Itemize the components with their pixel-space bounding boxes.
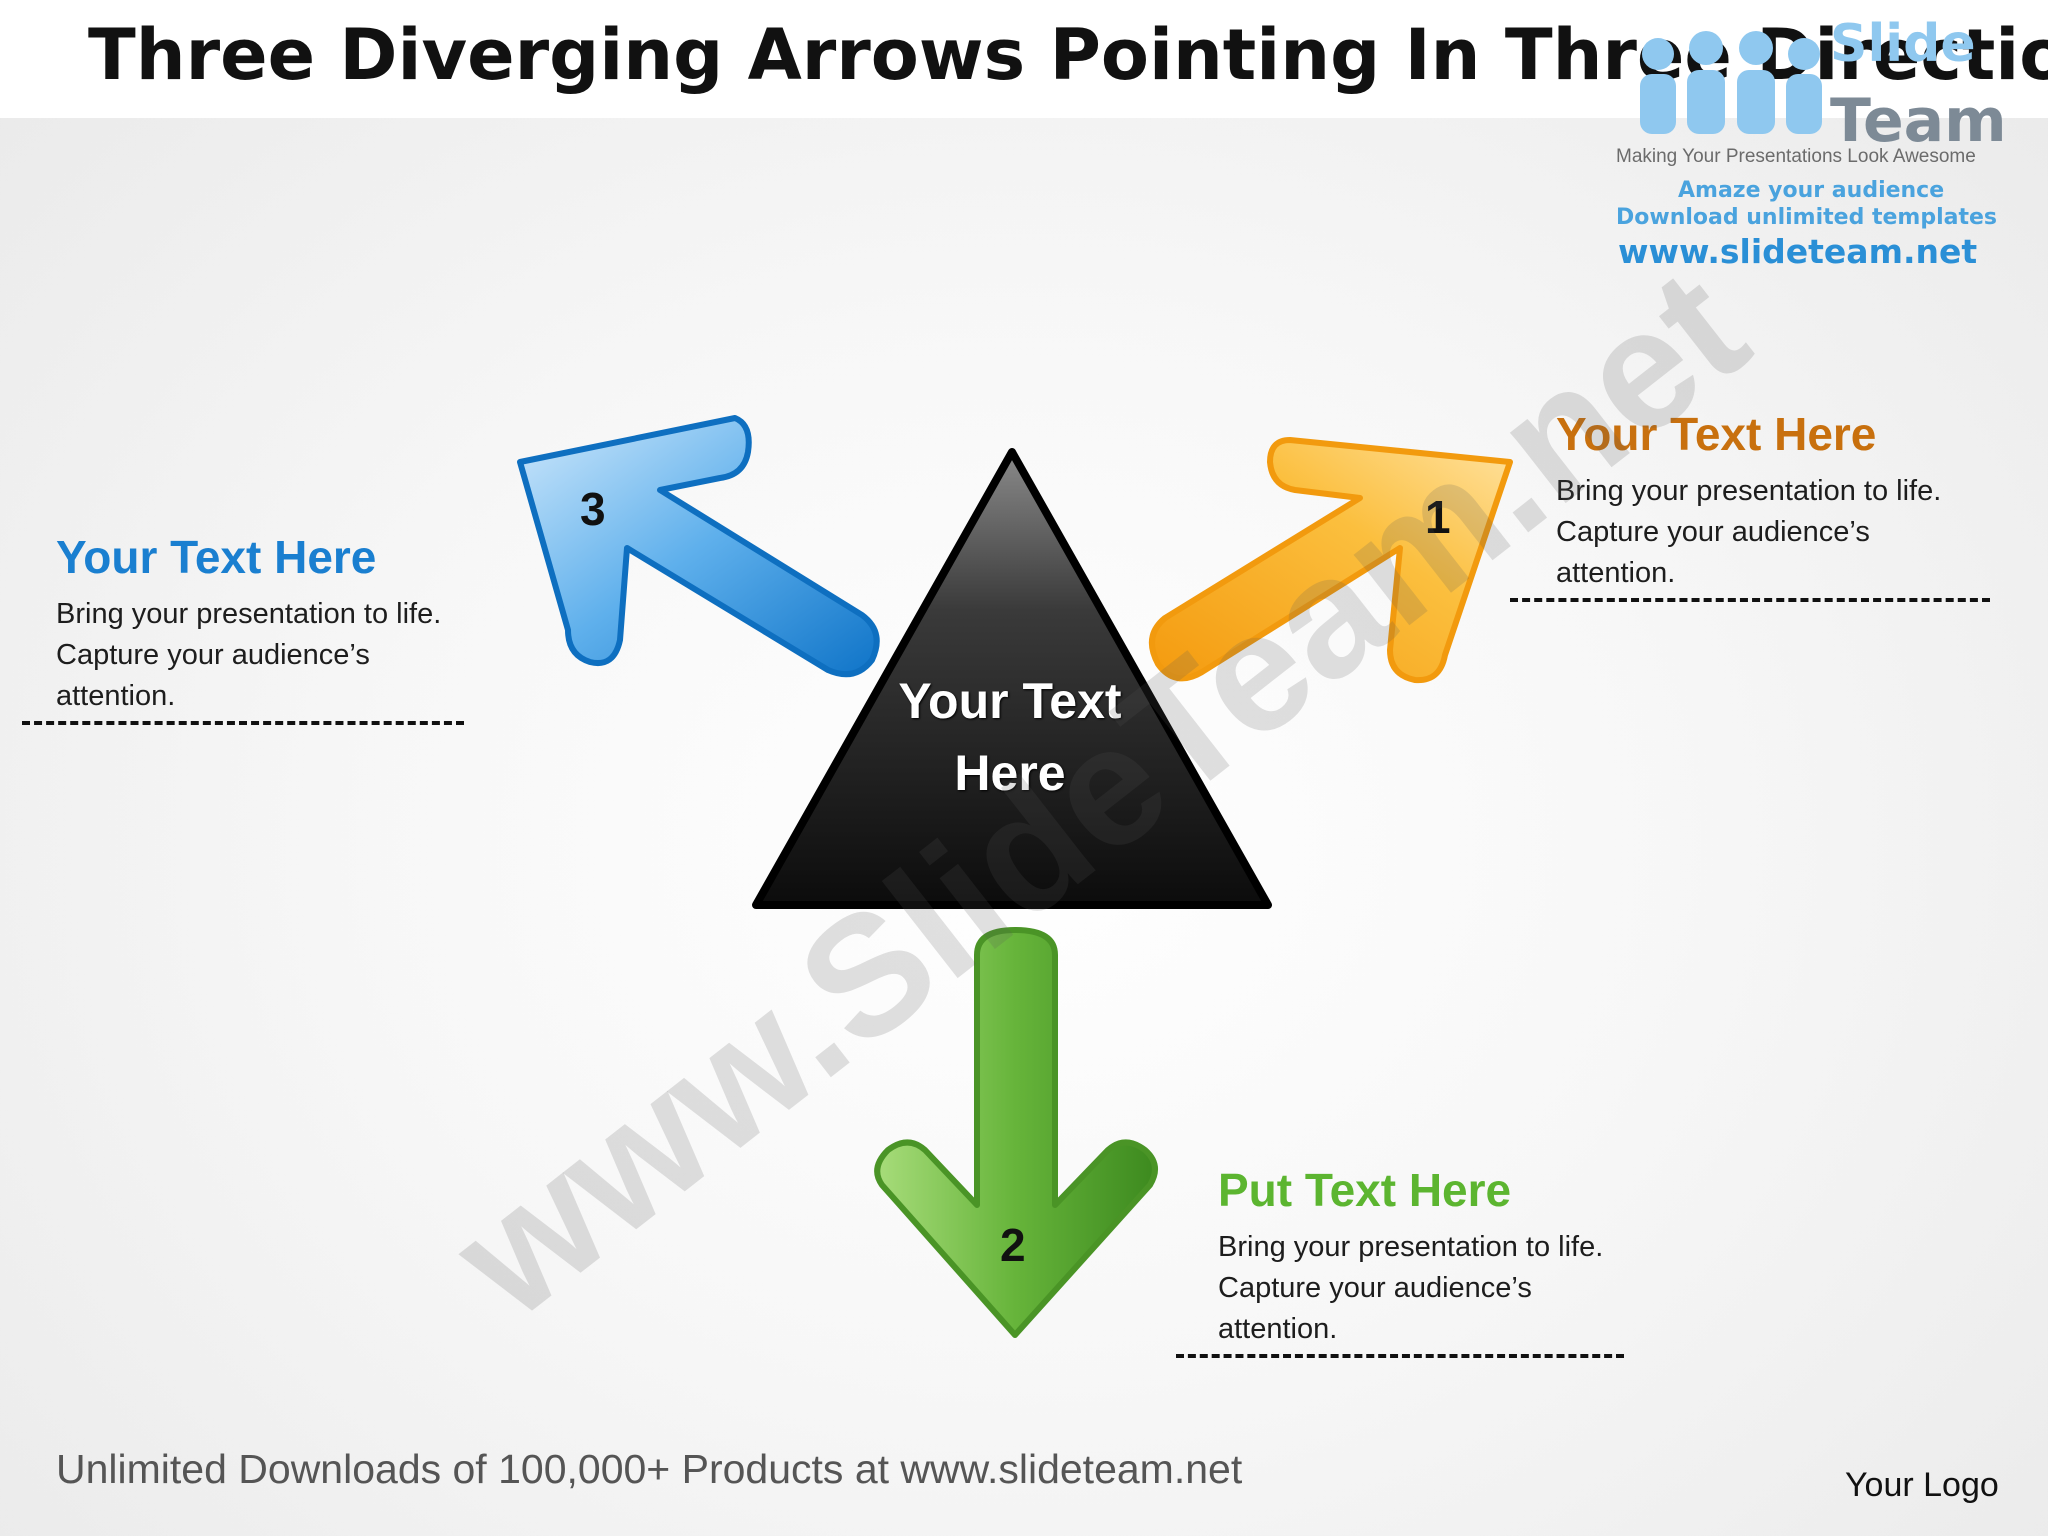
block-right-heading: Your Text Here	[1556, 408, 1877, 460]
your-logo-placeholder: Your Logo	[1845, 1466, 1999, 1504]
logo-word-team: Team	[1830, 86, 2007, 156]
logo-promo-line-1: Amaze your audience	[1678, 178, 1945, 203]
block-bottom-divider	[1176, 1354, 1624, 1358]
arrow-1-shape	[1148, 437, 1513, 684]
footer-text: Unlimited Downloads of 100,000+ Products…	[56, 1446, 1243, 1492]
center-triangle	[752, 448, 1272, 909]
arrow-2-shape	[874, 927, 1158, 1338]
block-bottom-body: Bring your presentation to life. Capture…	[1218, 1231, 1604, 1345]
arrow-3-shape	[517, 415, 880, 678]
block-bottom-heading: Put Text Here	[1218, 1164, 1512, 1216]
logo-url: www.slideteam.net	[1618, 232, 1978, 271]
block-left-divider	[22, 721, 464, 725]
arrow-3-number: 3	[580, 483, 606, 535]
center-label: Your Text Here	[898, 673, 1122, 801]
text-block-right: Your Text Here Bring your presentation t…	[1510, 407, 1996, 602]
slideteam-logo: Slide Team Making Your Presentations Loo…	[1600, 8, 2020, 271]
arrow-2-number: 2	[1000, 1219, 1026, 1271]
logo-word-slide: Slide	[1830, 14, 1976, 74]
logo-promo-line-2: Download unlimited templates	[1616, 205, 1998, 230]
arrow-1-number: 1	[1425, 491, 1451, 543]
block-left-heading: Your Text Here	[56, 531, 377, 583]
text-block-left: Your Text Here Bring your presentation t…	[22, 530, 496, 725]
block-left-body: Bring your presentation to life. Capture…	[56, 598, 442, 712]
block-right-body: Bring your presentation to life. Capture…	[1556, 475, 1942, 589]
people-icon	[1640, 31, 1822, 134]
text-block-bottom: Put Text Here Bring your presentation to…	[1176, 1163, 1658, 1358]
block-right-divider	[1510, 598, 1990, 602]
logo-tagline: Making Your Presentations Look Awesome	[1616, 146, 1976, 167]
